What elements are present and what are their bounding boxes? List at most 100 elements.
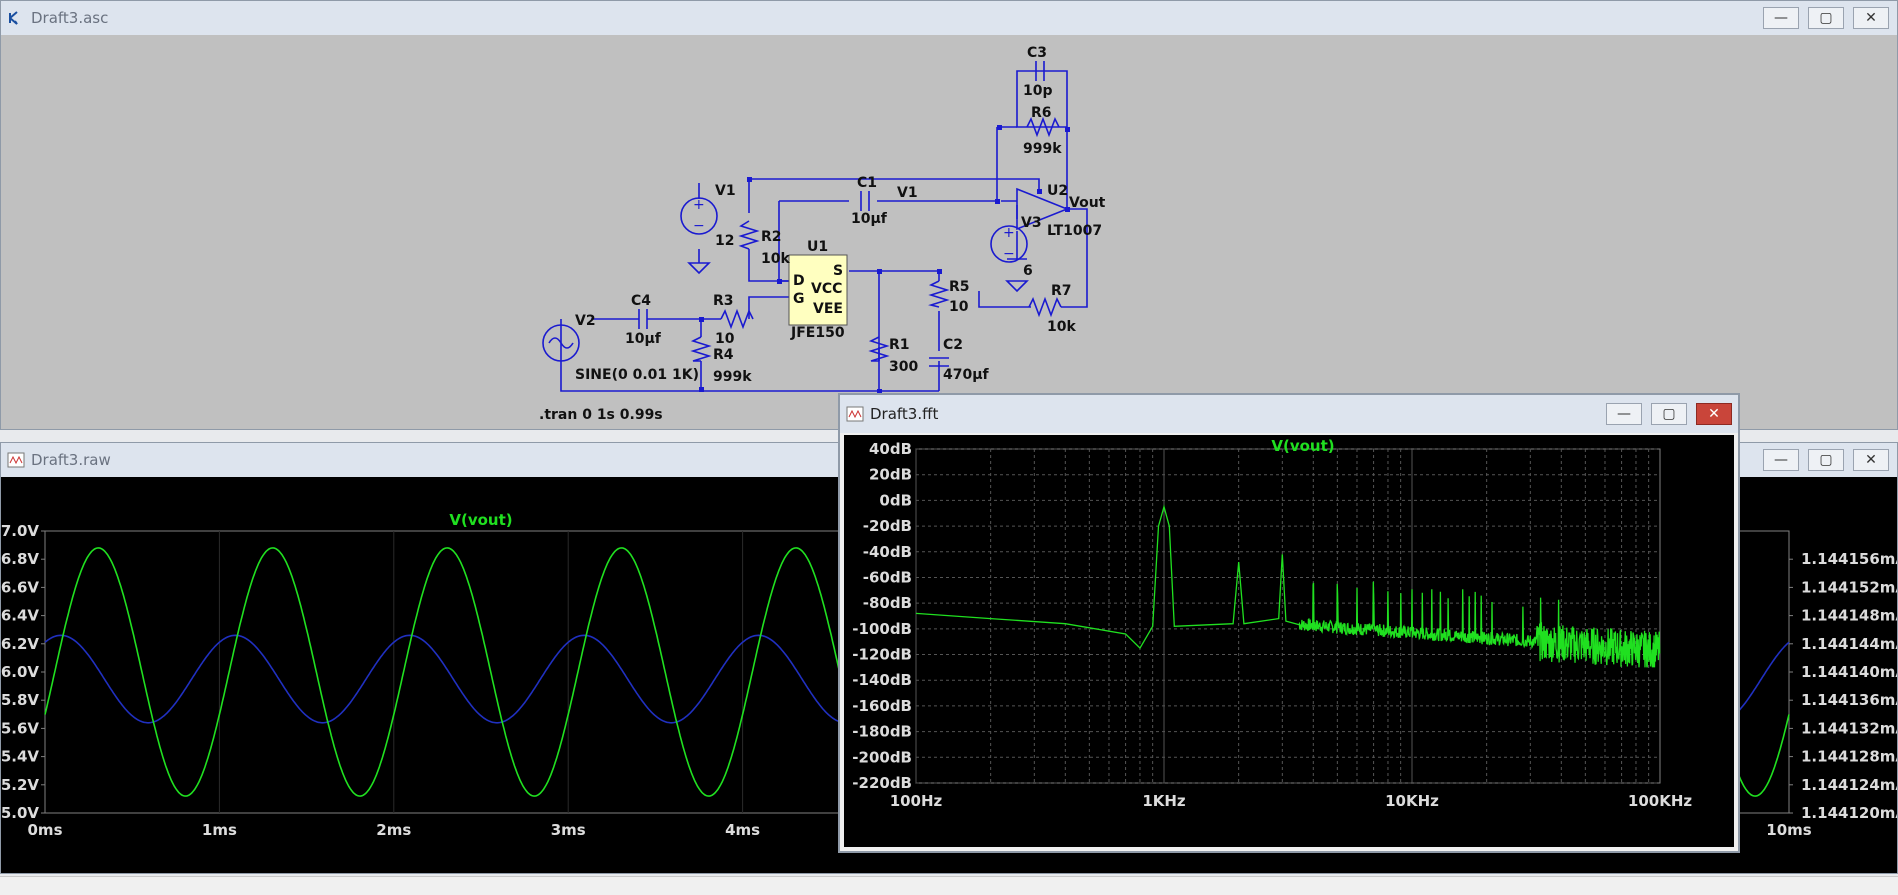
y-tick-label: 20dB	[869, 466, 912, 484]
window-title: Draft3.fft	[870, 405, 939, 423]
y-tick-label: 6.4V	[1, 607, 39, 625]
ltspice-icon	[9, 11, 18, 25]
waveform-icon	[846, 406, 864, 422]
r2-value: 10k	[761, 251, 790, 267]
u2-label: U2	[1047, 183, 1068, 199]
maximize-button[interactable]: ▢	[1808, 449, 1844, 471]
c2-label: C2	[943, 337, 963, 353]
r1-label: R1	[889, 337, 910, 353]
y-tick-label: -120dB	[852, 646, 912, 664]
window-title: Draft3.raw	[31, 451, 111, 469]
y-tick-label: -220dB	[852, 774, 912, 792]
y2-tick-label: 1.144148mA	[1801, 607, 1897, 625]
y2-tick-label: 1.144144mA	[1801, 635, 1897, 653]
fft-plot[interactable]: 40dB20dB0dB-20dB-40dB-60dB-80dB-100dB-12…	[844, 435, 1734, 847]
trace-fft	[915, 504, 1661, 668]
r1-value: 300	[889, 359, 918, 375]
c4-value: 10µf	[625, 331, 662, 347]
u1-d: D	[793, 273, 805, 289]
trace-label: V(vout)	[1271, 437, 1334, 455]
y-tick-label: 5.4V	[1, 748, 39, 766]
r7-label: R7	[1051, 283, 1072, 299]
v1-value: 12	[715, 233, 734, 249]
y-tick-label: 5.2V	[1, 776, 39, 794]
y-tick-label: 6.2V	[1, 635, 39, 653]
y-tick-label: 6.0V	[1, 663, 39, 681]
sine-spec: SINE(0 0.01 1K)	[575, 367, 699, 383]
y2-tick-label: 1.144128mA	[1801, 748, 1897, 766]
svg-text:+: +	[693, 197, 705, 213]
maximize-button[interactable]: ▢	[1651, 403, 1687, 425]
u1-vcc: VCC	[811, 281, 842, 297]
y-tick-label: 5.6V	[1, 719, 39, 737]
r6-value: 999k	[1023, 141, 1062, 157]
c4-label: C4	[631, 293, 651, 309]
close-button[interactable]: ✕	[1853, 7, 1889, 29]
minimize-button[interactable]: —	[1606, 403, 1642, 425]
maximize-button[interactable]: ▢	[1808, 7, 1844, 29]
minimize-button[interactable]: —	[1763, 449, 1799, 471]
trace-label: V(vout)	[449, 511, 512, 529]
schematic-canvas[interactable]: + − + − C3 10p R6 999k V1 12 C1 10µf V1	[1, 35, 1897, 429]
x-tick-label: 4ms	[725, 821, 760, 839]
r2-label: R2	[761, 229, 782, 245]
r4-label: R4	[713, 347, 734, 363]
u1-g: G	[793, 291, 805, 307]
vout-label: Vout	[1069, 195, 1106, 211]
v3-value: 6	[1023, 263, 1033, 279]
y-tick-label: -160dB	[852, 697, 912, 715]
v3-label: V3	[1021, 215, 1042, 231]
y2-tick-label: 1.144120mA	[1801, 804, 1897, 822]
y-tick-label: -200dB	[852, 748, 912, 766]
schematic-window: Draft3.asc — ▢ ✕	[0, 0, 1898, 430]
u2-model: LT1007	[1047, 223, 1102, 239]
svg-text:+: +	[1003, 225, 1015, 241]
u1-label: U1	[807, 239, 828, 255]
c2-value: 470µf	[943, 367, 990, 383]
y-tick-label: 7.0V	[1, 522, 39, 540]
schematic-titlebar[interactable]: Draft3.asc — ▢ ✕	[1, 1, 1897, 35]
close-button[interactable]: ✕	[1853, 449, 1889, 471]
y2-tick-label: 1.144140mA	[1801, 663, 1897, 681]
y-tick-label: -180dB	[852, 723, 912, 741]
u1-model: JFE150	[790, 325, 845, 341]
y2-tick-label: 1.144132mA	[1801, 719, 1897, 737]
window-title: Draft3.asc	[31, 9, 109, 27]
y-tick-label: -100dB	[852, 620, 912, 638]
c1-value: 10µf	[851, 211, 888, 227]
r5-value: 10	[949, 299, 969, 315]
x-tick-label: 2ms	[376, 821, 411, 839]
svg-text:−: −	[693, 218, 705, 234]
y-tick-label: 0dB	[879, 491, 912, 509]
v1-label: V1	[715, 183, 736, 199]
x-tick-label: 100Hz	[890, 792, 943, 810]
close-button[interactable]: ✕	[1696, 403, 1732, 425]
y-tick-label: 6.8V	[1, 550, 39, 568]
u1-s: S	[833, 263, 843, 279]
r4-value: 999k	[713, 369, 752, 385]
r3-value: 10	[715, 331, 735, 347]
tran-directive[interactable]: .tran 0 1s 0.99s	[539, 407, 663, 423]
c1-label: C1	[857, 175, 877, 191]
y-tick-label: -140dB	[852, 671, 912, 689]
y-tick-label: 5.0V	[1, 804, 39, 822]
y2-tick-label: 1.144152mA	[1801, 578, 1897, 596]
y-tick-label: -40dB	[863, 543, 912, 561]
y-tick-label: -60dB	[863, 568, 912, 586]
x-tick-label: 10KHz	[1385, 792, 1439, 810]
r3-label: R3	[713, 293, 734, 309]
x-tick-label: 1ms	[202, 821, 237, 839]
v2-label: V2	[575, 313, 596, 329]
x-tick-label: 10ms	[1766, 821, 1812, 839]
x-tick-label: 0ms	[28, 821, 63, 839]
y-tick-label: 40dB	[869, 440, 912, 458]
y2-tick-label: 1.144156mA	[1801, 550, 1897, 568]
r7-value: 10k	[1047, 319, 1076, 335]
x-tick-label: 1KHz	[1142, 792, 1186, 810]
net-v1: V1	[897, 185, 918, 201]
fft-titlebar[interactable]: Draft3.fft — ▢ ✕	[840, 395, 1738, 433]
minimize-button[interactable]: —	[1763, 7, 1799, 29]
y-tick-label: 6.6V	[1, 578, 39, 596]
y2-tick-label: 1.144124mA	[1801, 776, 1897, 794]
